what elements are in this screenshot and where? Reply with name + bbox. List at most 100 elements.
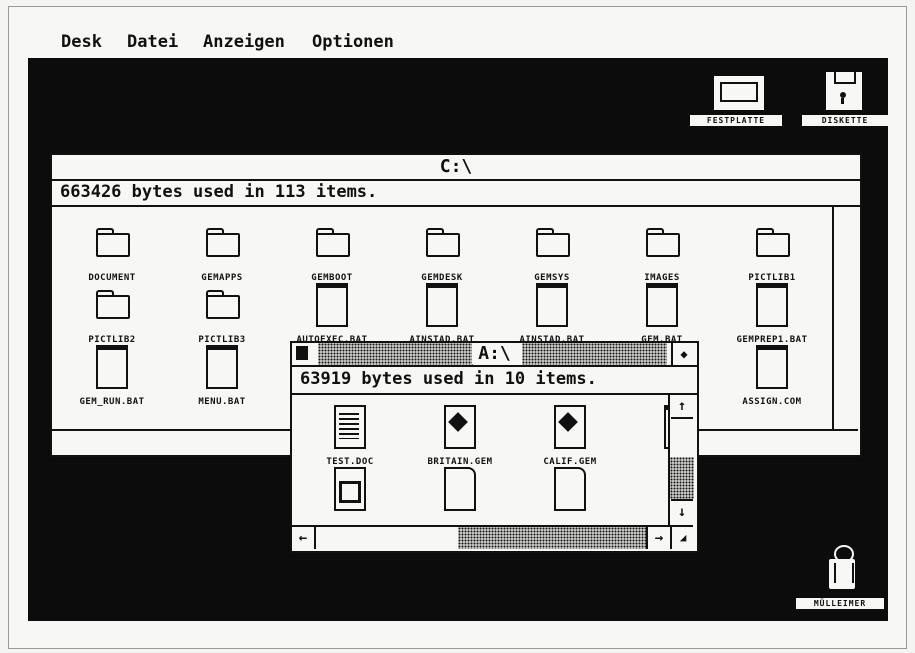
item-label: IMAGES [644,273,680,283]
title-pattern [522,343,667,365]
file-item[interactable]: ASSIGN.COM [722,345,822,413]
file-item[interactable] [520,467,620,523]
item-label: GEM_RUN.BAT [79,397,145,407]
menu-optionen[interactable]: Optionen [312,32,394,52]
file-item[interactable]: DAN [630,405,668,473]
window-title-bar[interactable]: A:\ ◆ [292,343,697,367]
folder-icon [752,225,792,259]
item-label: PICTLIB1 [748,273,796,283]
window-info-bar: 63919 bytes used in 10 items. [292,365,697,395]
folder-icon [92,225,132,259]
floppy-disk-icon[interactable] [826,72,862,110]
file-item[interactable]: GEM_RUN.BAT [62,345,162,413]
window-title: C:\ [439,156,473,177]
file-item[interactable]: CALIF.GEM [520,405,620,473]
hard-disk-icon[interactable] [714,76,764,110]
batch-file-icon [754,283,790,329]
file-item[interactable]: MENU.BAT [172,345,272,413]
scroll-right-arrow-icon[interactable]: → [646,527,670,549]
window-info-bar: 663426 bytes used in 113 items. [52,179,860,207]
batch-file-icon [204,345,240,391]
vertical-scroll-track[interactable] [670,457,694,499]
folder-icon [422,225,462,259]
folder-item[interactable]: DOCUMENT [62,221,162,289]
window-info-text: 63919 bytes used in 10 items. [300,369,597,389]
item-label: MENU.BAT [198,397,246,407]
batch-file-icon [534,283,570,329]
vertical-scroll-thumb[interactable] [671,419,693,455]
item-label: ASSIGN.COM [742,397,802,407]
full-box-icon[interactable]: ◆ [671,343,695,365]
menu-datei[interactable]: Datei [127,32,179,52]
item-label: GEMAPPS [201,273,243,283]
vertical-scrollbar[interactable]: ↑ ↓ [668,395,695,525]
application-icon [332,467,368,513]
document-icon [332,405,368,451]
menu-desk[interactable]: Desk [61,32,102,52]
close-box-icon[interactable] [296,346,308,360]
file-item[interactable]: TEST.DOC [300,405,400,473]
drive-label-diskette[interactable]: DISKETTE [802,115,888,126]
window-info-text: 663426 bytes used in 113 items. [60,182,378,202]
title-pattern [318,343,473,365]
folder-item[interactable]: GEMAPPS [172,221,272,289]
file-item[interactable]: AINSTAD.BAT [392,283,492,351]
item-label: AINSTAD.BAT [519,335,585,345]
scroll-down-arrow-icon[interactable]: ↓ [671,499,693,523]
folder-item[interactable]: PICTLIB2 [62,283,162,351]
folder-item[interactable]: PICTLIB1 [722,221,822,289]
horizontal-scrollbar[interactable]: ← → ◢ [292,525,694,549]
folder-icon [312,225,352,259]
file-item[interactable] [410,467,510,523]
item-label: GEMBOOT [311,273,353,283]
folder-item[interactable]: IMAGES [612,221,712,289]
item-label: GEMDESK [421,273,463,283]
scroll-up-arrow-icon[interactable]: ↑ [671,395,693,419]
file-item[interactable]: BRITAIN.GEM [410,405,510,473]
batch-file-icon [424,283,460,329]
folder-item[interactable]: PICTLIB3 [172,283,272,351]
blank-document-icon [442,467,478,513]
folder-icon [202,287,242,321]
folder-item[interactable]: GEMSYS [502,221,602,289]
folder-item[interactable]: GEMBOOT [282,221,382,289]
item-label: DOCUMENT [88,273,136,283]
batch-file-icon [662,405,668,451]
resize-box-icon[interactable]: ◢ [670,527,694,549]
blank-document-icon [552,467,588,513]
folder-icon [202,225,242,259]
file-item[interactable]: AUTOEXEC.BAT [282,283,382,351]
trash-can-icon[interactable] [826,545,858,595]
horizontal-scroll-track[interactable] [458,527,646,549]
file-item[interactable]: AINSTAD.BAT [502,283,602,351]
item-label: TEST.DOC [326,457,374,467]
window-title-bar[interactable]: C:\ [52,155,860,181]
batch-file-icon [94,345,130,391]
gem-file-icon [442,405,478,451]
file-item[interactable]: GEM.BAT [612,283,712,351]
trash-label[interactable]: MÜLLEIMER [796,598,884,609]
folder-item[interactable]: GEMDESK [392,221,492,289]
file-item[interactable] [300,467,400,523]
vertical-scrollbar[interactable] [832,207,860,429]
item-label: AUTOEXEC.BAT [296,335,368,345]
item-label: CALIF.GEM [543,457,597,467]
file-item[interactable]: GEMPREP1.BAT [722,283,822,351]
item-label: BRITAIN.GEM [427,457,493,467]
window-icon-area: TEST.DOC BRITAIN.GEM CALIF.GEM DAN [292,395,668,523]
item-label: AINSTAD.BAT [409,335,475,345]
folder-icon [532,225,572,259]
window-title: A:\ [472,343,517,364]
item-label: GEM.BAT [641,335,683,345]
item-label: DAN [630,457,668,467]
drive-label-festplatte[interactable]: FESTPLATTE [690,115,782,126]
menu-anzeigen[interactable]: Anzeigen [203,32,285,52]
gem-file-icon [552,405,588,451]
folder-icon [92,287,132,321]
window-drive-a[interactable]: A:\ ◆ 63919 bytes used in 10 items. TEST… [290,341,699,553]
batch-file-icon [314,283,350,329]
batch-file-icon [754,345,790,391]
item-label: GEMSYS [534,273,570,283]
menu-bar: Desk Datei Anzeigen Optionen [28,20,888,58]
scroll-left-arrow-icon[interactable]: ← [292,527,316,549]
